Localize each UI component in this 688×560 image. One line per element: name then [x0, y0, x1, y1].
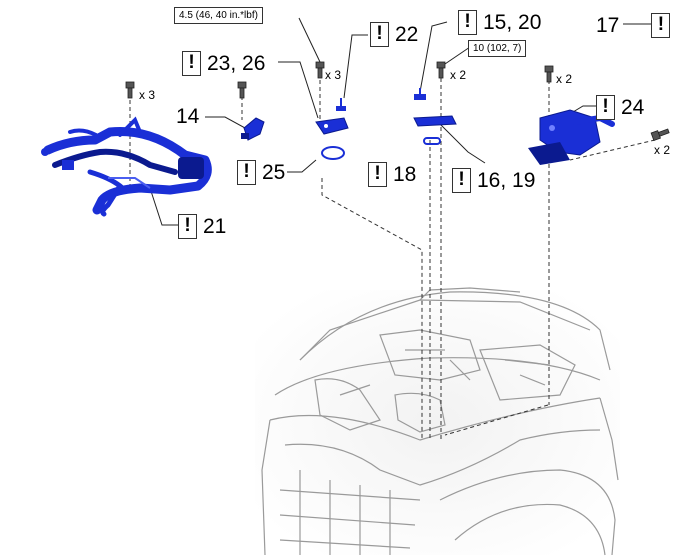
callout-25: ! 25 — [237, 160, 285, 185]
bolt-icons — [125, 61, 670, 142]
caution-mark-icon: ! — [237, 160, 256, 185]
part-18-gasket — [423, 137, 441, 145]
callout-23-26: ! 23, 26 — [182, 51, 265, 76]
caution-mark-icon: ! — [452, 168, 471, 193]
callout-23-26-label: 23, 26 — [207, 52, 266, 75]
callout-24-label: 24 — [621, 96, 645, 119]
callout-14: 14 — [176, 106, 199, 127]
torque-spec-10: 10 (102, 7) — [468, 40, 527, 57]
qty-bolt-24: x 2 — [654, 143, 671, 157]
part-21-wire-harness — [41, 116, 212, 217]
callout-21: ! 21 — [178, 214, 226, 239]
part-14-sensor — [241, 117, 265, 141]
qty-bolt-left: x 3 — [139, 88, 156, 102]
part-22-clip — [336, 98, 346, 111]
callout-24: ! 24 — [596, 95, 644, 120]
qty-bolt-15-20: x 2 — [450, 68, 467, 82]
qty-bolt-mid: x 3 — [325, 68, 342, 82]
callout-22: ! 22 — [370, 22, 418, 47]
caution-mark-icon: ! — [596, 95, 615, 120]
callout-21-label: 21 — [203, 215, 227, 238]
callout-16-19-label: 16, 19 — [477, 169, 536, 192]
callout-22-label: 22 — [395, 23, 419, 46]
caution-mark-icon: ! — [370, 22, 389, 47]
part-16-19-bracket — [413, 115, 457, 127]
callout-25-label: 25 — [262, 161, 286, 184]
part-15-20-clip — [414, 88, 426, 100]
callout-16-19: ! 16, 19 — [452, 168, 535, 193]
part-24-bracket-assembly — [528, 109, 615, 165]
part-25-gasket — [321, 146, 345, 160]
callout-17: 17 ! — [596, 13, 671, 38]
callout-18: ! 18 — [368, 162, 416, 187]
caution-mark-icon: ! — [178, 214, 197, 239]
caution-mark-icon: ! — [458, 10, 477, 35]
qty-bolt-right: x 2 — [556, 72, 573, 86]
callout-18-label: 18 — [393, 163, 417, 186]
callout-14-label: 14 — [176, 105, 200, 128]
caution-mark-icon: ! — [182, 51, 201, 76]
callout-15-20: ! 15, 20 — [458, 10, 541, 35]
torque-spec-4-5: 4.5 (46, 40 in.*lbf) — [174, 7, 263, 24]
caution-mark-icon: ! — [651, 13, 671, 38]
caution-mark-icon: ! — [368, 162, 387, 187]
callout-17-label: 17 — [596, 14, 620, 37]
part-23-26-bracket — [315, 117, 349, 135]
vehicle-engine-bay-illustration — [255, 287, 620, 556]
callout-15-20-label: 15, 20 — [483, 11, 542, 34]
